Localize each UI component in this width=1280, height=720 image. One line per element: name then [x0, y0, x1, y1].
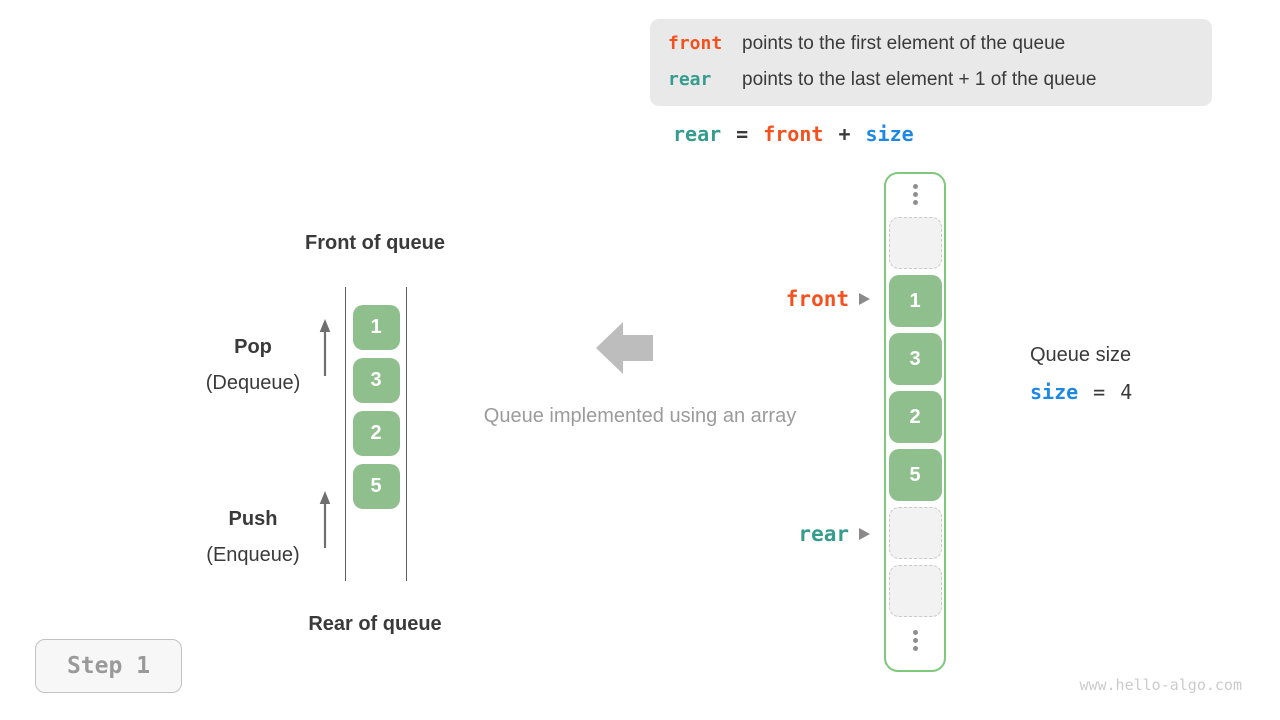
pointer-arrow-icon [859, 293, 870, 305]
rear-keyword: rear [668, 69, 712, 90]
legend-box: front points to the first element of the… [650, 19, 1212, 106]
watermark: www.hello-algo.com [1079, 676, 1242, 694]
rear-description: points to the last element + 1 of the qu… [742, 69, 1097, 90]
dequeue-label: (Dequeue) [205, 372, 301, 394]
queue-cell: 1 [352, 305, 400, 350]
queue-size-equation: size = 4 [1030, 380, 1132, 404]
queue-cell: 5 [352, 464, 400, 509]
rear-pointer: rear [760, 522, 870, 546]
front-keyword: front [668, 33, 723, 54]
queue-channel: 1 3 2 5 [345, 287, 407, 581]
legend-line-rear: rear points to the last element + 1 of t… [668, 69, 1212, 99]
array-cell-rear [888, 507, 942, 559]
left-queue-cells: 1 3 2 5 [352, 305, 400, 509]
formula-plus: + [838, 122, 851, 146]
queue-size-panel: Queue size size = 4 [1030, 344, 1132, 404]
rear-pointer-label: rear [798, 522, 849, 546]
formula-rear: rear [673, 122, 722, 146]
array-cell [888, 217, 942, 269]
formula-equals: = [736, 122, 749, 146]
push-up-arrow-icon [319, 491, 331, 548]
front-pointer: front [760, 287, 870, 311]
formula-front: front [763, 122, 824, 146]
vertical-ellipsis-icon [912, 630, 918, 651]
vertical-ellipsis-icon [912, 184, 918, 205]
pointer-arrow-icon [859, 528, 870, 540]
array-cell [888, 565, 942, 617]
pop-up-arrow-icon [319, 319, 331, 376]
array-cells: 1 3 2 5 [888, 217, 942, 617]
diagram-caption: Queue implemented using an array [483, 405, 797, 427]
size-equals: = [1093, 380, 1106, 404]
array-cell: 3 [888, 333, 942, 385]
step-badge: Step 1 [35, 639, 182, 693]
enqueue-label: (Enqueue) [206, 544, 300, 566]
array-cell-front: 1 [888, 275, 942, 327]
left-block-arrow-icon [596, 322, 653, 374]
pop-label: Pop [234, 336, 272, 358]
size-variable: size [1030, 380, 1079, 404]
front-pointer-label: front [785, 287, 849, 311]
size-value: 4 [1120, 380, 1133, 404]
array-cell: 2 [888, 391, 942, 443]
queue-size-title: Queue size [1030, 344, 1132, 366]
array-container: 1 3 2 5 [884, 172, 946, 672]
rear-of-queue-label: Rear of queue [308, 613, 442, 635]
queue-cell: 2 [352, 411, 400, 456]
formula-size: size [865, 122, 914, 146]
array-cell: 5 [888, 449, 942, 501]
push-label: Push [228, 508, 278, 530]
formula: rear = front + size [673, 122, 914, 146]
legend-line-front: front points to the first element of the… [668, 33, 1212, 63]
front-of-queue-label: Front of queue [305, 232, 445, 254]
queue-cell: 3 [352, 358, 400, 403]
front-description: points to the first element of the queue [742, 33, 1066, 54]
